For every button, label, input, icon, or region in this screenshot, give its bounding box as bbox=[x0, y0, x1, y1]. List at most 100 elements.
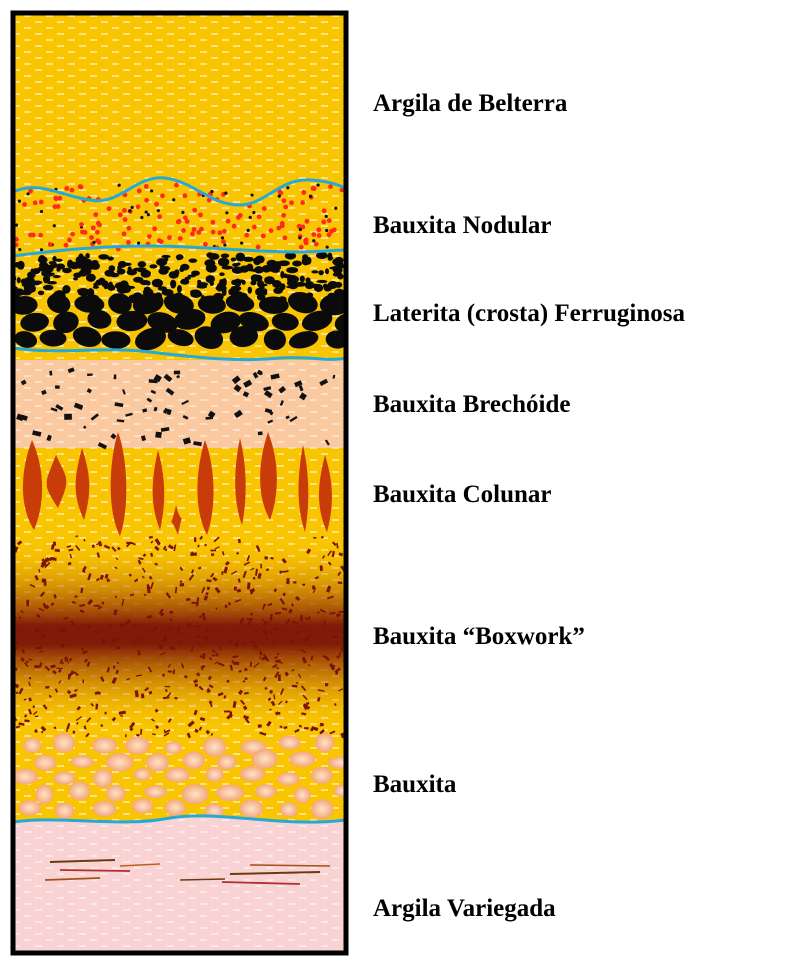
crust-fragment bbox=[98, 277, 106, 285]
boxwork-cell bbox=[226, 679, 230, 683]
nodule-dot bbox=[172, 198, 176, 202]
boxwork-cell bbox=[302, 694, 308, 701]
crust-fragment bbox=[280, 270, 285, 279]
boxwork-cell bbox=[252, 576, 256, 580]
boxwork-cell bbox=[304, 617, 310, 620]
crust-fragment bbox=[221, 287, 227, 297]
nodule-dot bbox=[236, 215, 241, 220]
bauxite-nodule bbox=[133, 768, 151, 781]
boxwork-cell bbox=[151, 718, 155, 722]
boxwork-cell bbox=[118, 710, 127, 715]
boxwork-cell bbox=[231, 659, 236, 666]
crust-fragment bbox=[286, 280, 292, 286]
bauxite-nodule bbox=[217, 754, 237, 770]
nodule-dot bbox=[325, 228, 329, 233]
boxwork-cell bbox=[249, 589, 255, 595]
bauxite-nodule bbox=[70, 755, 94, 768]
crust-fragment bbox=[250, 274, 260, 282]
breccia-fragment bbox=[140, 435, 147, 442]
boxwork-cell bbox=[38, 607, 45, 612]
nodule-dot bbox=[281, 198, 287, 204]
boxwork-cell bbox=[160, 652, 166, 656]
boxwork-cell bbox=[242, 705, 248, 711]
column-body bbox=[318, 455, 332, 532]
boxwork-cell bbox=[48, 694, 52, 698]
crust-fragment bbox=[308, 283, 320, 289]
breccia-fragment bbox=[46, 434, 52, 442]
boxwork-cell bbox=[293, 581, 297, 584]
boxwork-cell bbox=[295, 595, 301, 602]
boxwork-cell bbox=[195, 672, 200, 676]
boxwork-cell bbox=[96, 542, 102, 546]
breccia-fragment bbox=[110, 433, 117, 440]
boxwork-cell bbox=[334, 667, 341, 674]
boxwork-cell bbox=[214, 661, 219, 665]
boxwork-cell bbox=[108, 623, 112, 627]
crust-fragment bbox=[52, 274, 61, 279]
crust-fragment bbox=[162, 266, 171, 271]
boxwork-cell bbox=[258, 651, 263, 656]
boxwork-cell bbox=[257, 572, 262, 579]
boxwork-cell bbox=[269, 689, 274, 694]
boxwork-cell bbox=[70, 620, 76, 627]
boxwork-cell bbox=[274, 611, 282, 615]
nodule-dot bbox=[313, 241, 319, 247]
crust-block bbox=[288, 331, 319, 349]
boxwork-cell bbox=[300, 685, 307, 692]
boxwork-cell bbox=[270, 556, 274, 560]
boxwork-cell bbox=[144, 593, 147, 597]
bauxite-nodule bbox=[203, 737, 226, 757]
boxwork-cell bbox=[291, 620, 299, 625]
boxwork-cell bbox=[49, 556, 57, 561]
nodule-dot bbox=[137, 241, 141, 245]
crust-fragment bbox=[50, 272, 55, 276]
boxwork-cell bbox=[41, 561, 47, 567]
boxwork-cell bbox=[41, 558, 45, 562]
boundary-nodular-top bbox=[13, 176, 346, 207]
boxwork-cell bbox=[75, 535, 79, 538]
boxwork-cell bbox=[163, 732, 170, 737]
nodule-dot bbox=[240, 241, 244, 245]
boxwork-cell bbox=[329, 611, 336, 615]
nodule-dot bbox=[300, 224, 306, 230]
boxwork-cell bbox=[265, 568, 270, 572]
boxwork-cell bbox=[155, 724, 160, 730]
boxwork-cell bbox=[113, 665, 116, 669]
boxwork-cell bbox=[28, 708, 32, 715]
boxwork-cell bbox=[24, 719, 30, 723]
boxwork-cell bbox=[115, 669, 119, 675]
nodule-dot bbox=[17, 199, 22, 203]
nodule-dot bbox=[311, 232, 317, 237]
boxwork-cell bbox=[244, 677, 248, 680]
boxwork-cell bbox=[26, 599, 30, 605]
boxwork-cell bbox=[95, 703, 99, 710]
boxwork-cell bbox=[302, 703, 311, 710]
breccia-fragment bbox=[165, 387, 175, 396]
boxwork-cell bbox=[286, 578, 290, 585]
nodule-dot bbox=[244, 232, 250, 238]
boxwork-cell bbox=[186, 622, 192, 628]
crust-block bbox=[87, 309, 112, 329]
crust-fragment bbox=[316, 279, 328, 284]
boxwork-cell bbox=[227, 638, 233, 645]
breccia-fragment bbox=[242, 391, 250, 398]
boxwork-cell bbox=[294, 728, 300, 733]
boxwork-cell bbox=[147, 666, 153, 673]
bauxite-nodule bbox=[182, 751, 205, 770]
boxwork-cell bbox=[284, 671, 289, 677]
nodule-dot bbox=[308, 194, 313, 198]
bauxite-nodule bbox=[145, 753, 169, 772]
boxwork-cell bbox=[244, 717, 250, 724]
nodule-dot bbox=[122, 217, 128, 222]
crust-fragment bbox=[184, 276, 191, 280]
nodule-dot bbox=[182, 193, 188, 199]
boxwork-cell bbox=[186, 597, 191, 602]
nodule-dot bbox=[304, 218, 310, 224]
boxwork-cell bbox=[18, 616, 22, 620]
boxwork-cell bbox=[152, 733, 156, 736]
crust-block bbox=[263, 329, 286, 351]
layer-fill-brecha bbox=[13, 360, 346, 448]
crust-fragment bbox=[180, 263, 190, 271]
crust-fragment bbox=[299, 275, 305, 283]
boxwork-cell bbox=[234, 641, 240, 648]
